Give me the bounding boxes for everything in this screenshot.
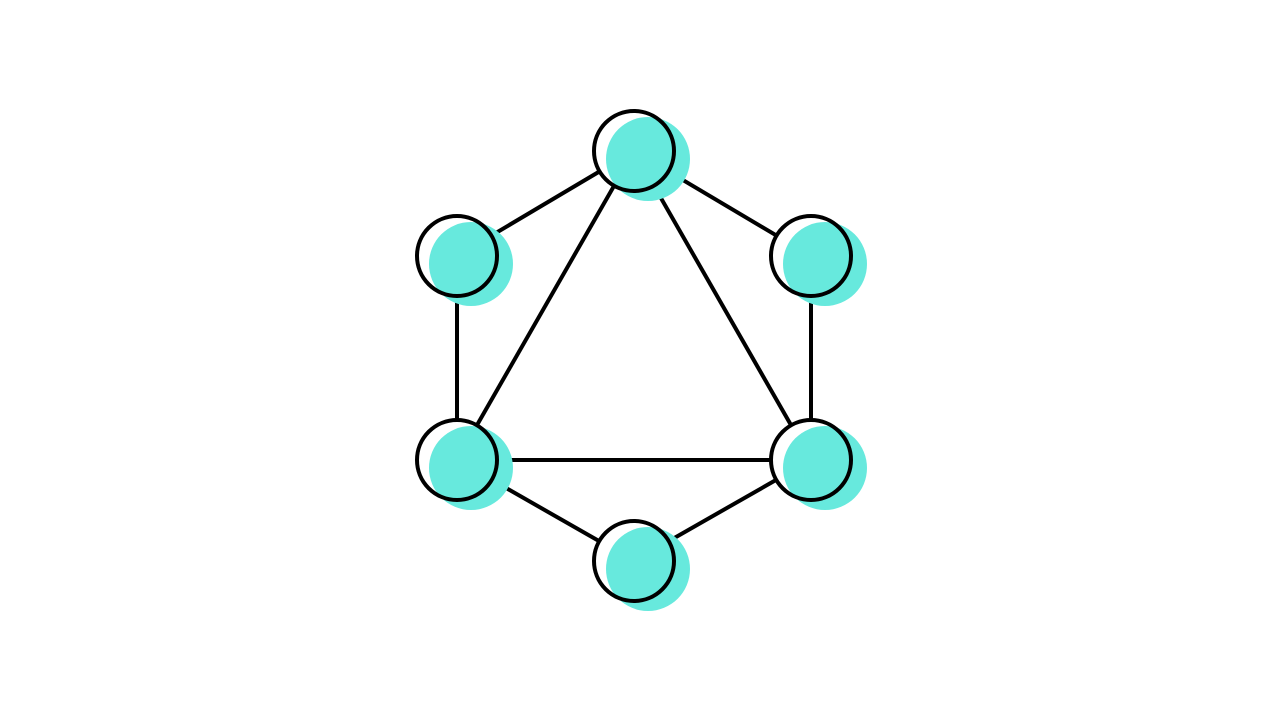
node-layer [415, 109, 867, 611]
node-bottom [592, 519, 690, 611]
node-top [592, 109, 690, 201]
node-fill [783, 426, 867, 510]
node-outline [592, 109, 676, 193]
node-outline [415, 418, 499, 502]
node-outline [769, 214, 853, 298]
node-outline [415, 214, 499, 298]
edge-top-lower-right [632, 150, 813, 461]
edge-top-lower-left [455, 150, 636, 461]
node-fill [606, 527, 690, 611]
edge-layer [455, 149, 813, 563]
node-upper-left [415, 214, 513, 306]
node-fill [783, 222, 867, 306]
node-lower-right [769, 418, 867, 510]
node-outline [769, 418, 853, 502]
node-fill [606, 117, 690, 201]
node-fill [429, 222, 513, 306]
node-fill [429, 426, 513, 510]
node-outline [592, 519, 676, 603]
node-upper-right [769, 214, 867, 306]
node-lower-left [415, 418, 513, 510]
